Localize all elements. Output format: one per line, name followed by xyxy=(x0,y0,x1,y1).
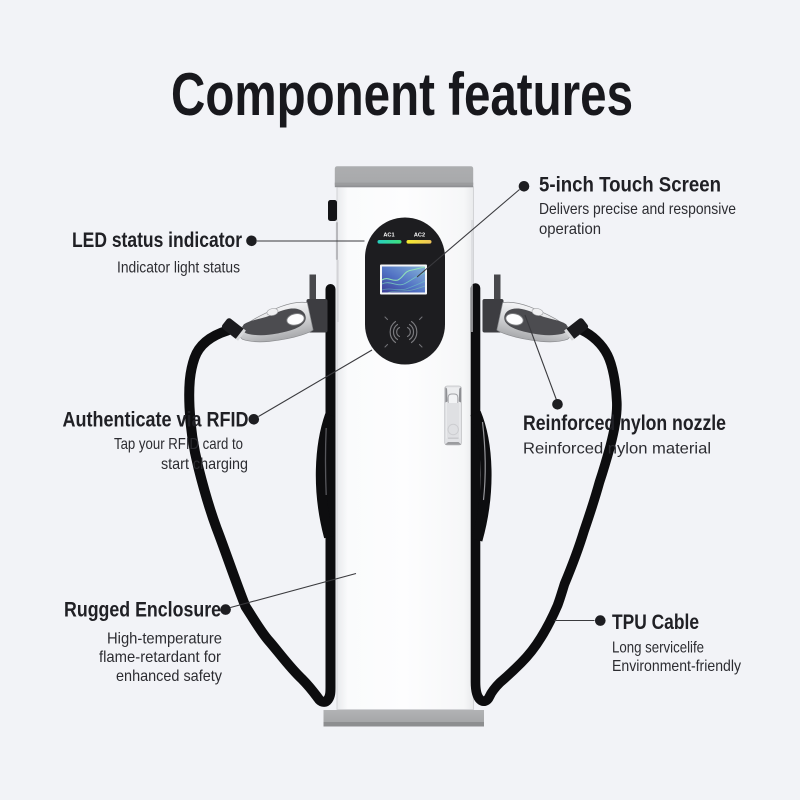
svg-text:High-temperature: High-temperature xyxy=(107,631,222,648)
svg-text:Component features: Component features xyxy=(171,61,633,128)
svg-text:Authenticate via RFID: Authenticate via RFID xyxy=(63,409,249,432)
svg-text:Long servicelife: Long servicelife xyxy=(612,640,704,657)
svg-text:LED status indicator: LED status indicator xyxy=(72,229,242,252)
svg-text:Environment-friendly: Environment-friendly xyxy=(612,658,741,675)
svg-text:flame-retardant for: flame-retardant for xyxy=(99,649,222,666)
svg-text:enhanced safety: enhanced safety xyxy=(116,668,222,685)
svg-text:operation: operation xyxy=(539,221,601,238)
svg-text:start charging: start charging xyxy=(161,456,248,473)
svg-text:Rugged Enclosure: Rugged Enclosure xyxy=(64,599,221,622)
svg-text:AC2: AC2 xyxy=(414,233,425,239)
svg-text:AC1: AC1 xyxy=(383,233,394,239)
svg-text:Tap your RFID card to: Tap your RFID card to xyxy=(114,436,243,453)
svg-text:Delivers precise and responsiv: Delivers precise and responsive xyxy=(539,201,736,218)
svg-text:5-inch Touch Screen: 5-inch Touch Screen xyxy=(539,174,721,197)
svg-text:Reinforced nylon nozzle: Reinforced nylon nozzle xyxy=(523,412,726,435)
svg-text:TPU Cable: TPU Cable xyxy=(612,611,699,634)
svg-text:Indicator light status: Indicator light status xyxy=(117,260,240,277)
svg-text:Reinforced nylon material: Reinforced nylon material xyxy=(523,441,711,458)
